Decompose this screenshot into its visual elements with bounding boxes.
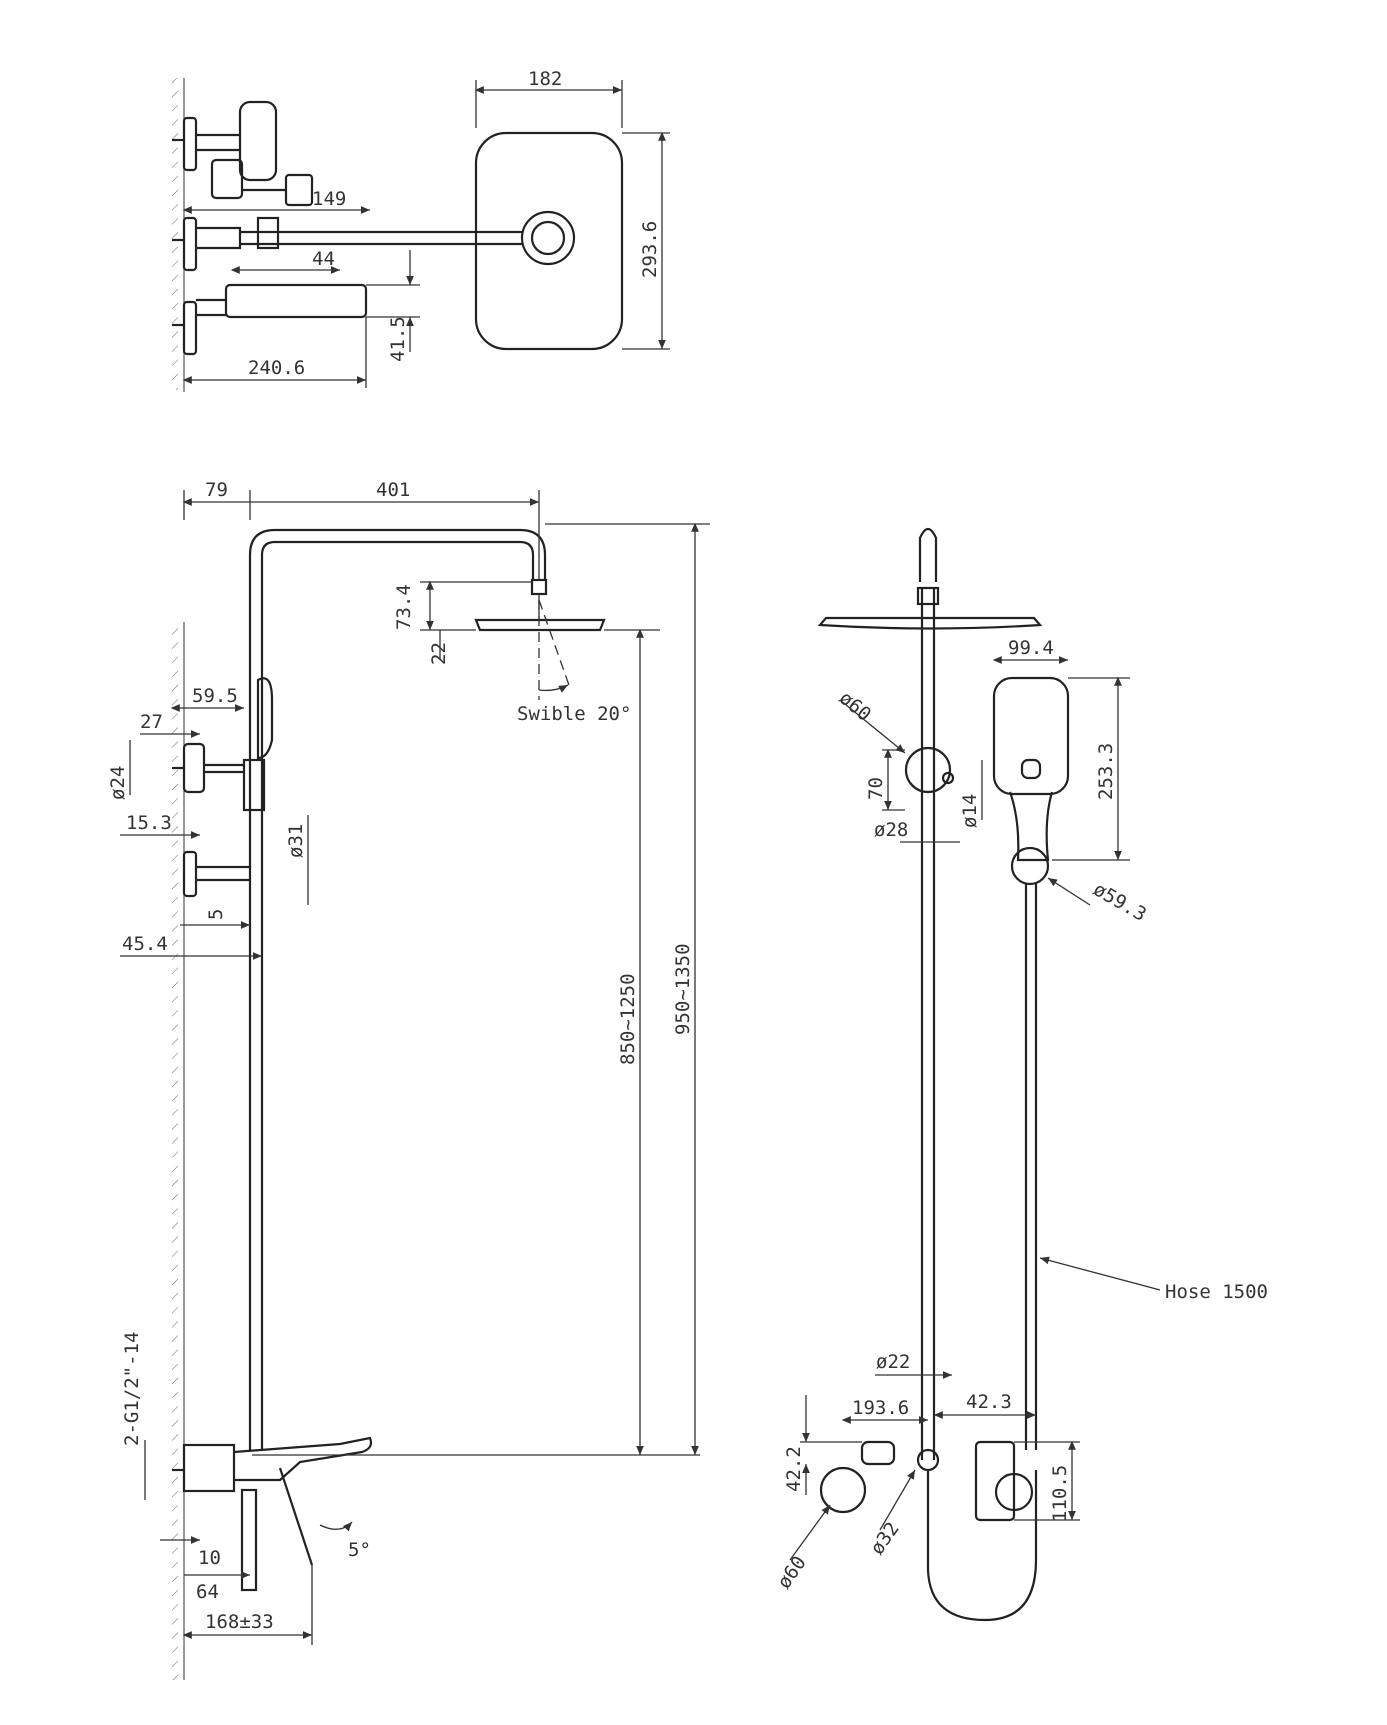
- dim-dia24: ø24: [107, 766, 129, 800]
- top-view: 182 293.6 149 44 41.5 240.6: [172, 68, 670, 392]
- dim-79: 79: [205, 479, 228, 501]
- dim-41-5: 41.5: [387, 316, 409, 362]
- wall-hatch-top: [172, 78, 178, 390]
- dim-240-6: 240.6: [248, 357, 305, 379]
- dim-45-4: 45.4: [122, 933, 168, 955]
- dim-dia59-3: ø59.3: [1090, 878, 1151, 926]
- dim-64: 64: [196, 1581, 219, 1603]
- dim-99-4: 99.4: [1008, 637, 1054, 659]
- dim-253-3: 253.3: [1095, 743, 1117, 800]
- dim-dia31: ø31: [285, 824, 307, 858]
- side-view: Swible 20° 79 401 73.4 22 850~1250: [107, 479, 710, 1680]
- dim-168-33: 168±33: [205, 1611, 274, 1633]
- dim-5: 5: [205, 909, 227, 920]
- dim-182: 182: [528, 68, 562, 90]
- dim-thread: 2-G1/2"-14: [121, 1332, 143, 1446]
- dim-10: 10: [198, 1547, 221, 1569]
- dim-401: 401: [376, 479, 410, 501]
- dim-70: 70: [865, 777, 887, 800]
- dim-44: 44: [312, 248, 335, 270]
- dim-59-5: 59.5: [192, 685, 238, 707]
- dim-149: 149: [312, 188, 346, 210]
- dim-110-5: 110.5: [1049, 1465, 1071, 1522]
- dim-42-3: 42.3: [966, 1391, 1012, 1413]
- swivel-label: Swible 20°: [517, 703, 631, 725]
- dim-27: 27: [140, 711, 163, 733]
- shower-head-top: [474, 131, 624, 351]
- dim-dia22: ø22: [876, 1351, 910, 1373]
- angle-5: 5°: [348, 1539, 371, 1561]
- dim-193-6: 193.6: [852, 1397, 909, 1419]
- dim-22: 22: [428, 642, 450, 665]
- wall-hatch-side: [172, 622, 178, 1680]
- dim-dia32: ø32: [866, 1518, 904, 1559]
- dim-850-1250: 850~1250: [617, 973, 639, 1065]
- dim-dia14: ø14: [959, 794, 981, 828]
- dim-73-4: 73.4: [393, 584, 415, 630]
- dim-15-3: 15.3: [126, 812, 172, 834]
- dim-dia60-top: ø60: [835, 687, 875, 726]
- dim-950-1350: 950~1350: [672, 943, 694, 1035]
- front-view: 99.4 ø60 253.3 70 ø14 ø28 ø59.3 Hose 150…: [773, 527, 1268, 1622]
- dim-42-2: 42.2: [783, 1446, 805, 1492]
- dim-293-6: 293.6: [639, 221, 661, 278]
- hose-label: Hose 1500: [1165, 1281, 1268, 1303]
- dim-dia28: ø28: [874, 819, 908, 841]
- dim-dia60-bottom: ø60: [773, 1552, 811, 1593]
